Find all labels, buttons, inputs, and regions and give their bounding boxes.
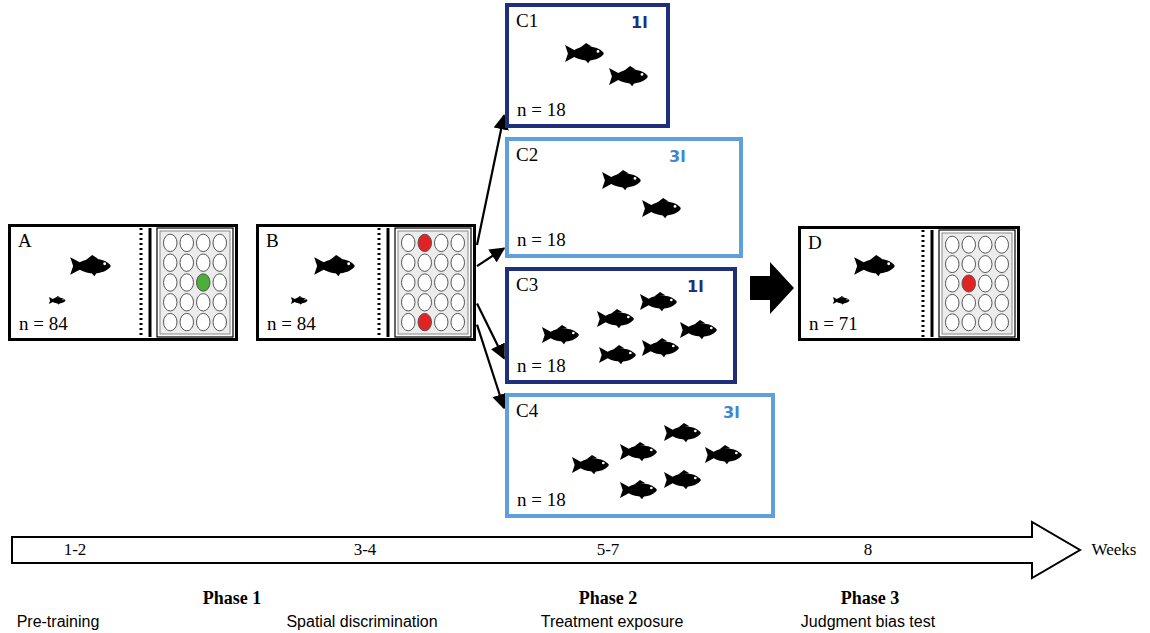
phase-name: Phase 2 <box>579 588 638 609</box>
phase-name: Phase 1 <box>203 588 262 609</box>
assignment-arrow <box>477 116 504 246</box>
week-range: 3-4 <box>354 540 377 560</box>
treatment-box: C4 3l n = 18 <box>505 393 775 518</box>
block-arrow <box>750 262 794 314</box>
assignment-arrow <box>477 248 504 266</box>
tank-box: Bn = 84 <box>256 224 476 341</box>
phase-name: Phase 3 <box>841 588 900 609</box>
week-range: 5-7 <box>597 540 620 560</box>
treatment-box: C3 1l n = 18 <box>505 267 737 384</box>
sample-size: n = 71 <box>809 313 858 335</box>
panel-letter: C3 <box>516 274 538 296</box>
panel-letter: A <box>18 230 32 252</box>
volume-label: 1l <box>687 277 704 296</box>
tank-box: An = 84 <box>8 224 238 341</box>
stage-name: Treatment exposure <box>541 613 684 631</box>
panel-letter: C1 <box>516 10 538 32</box>
fish-icons <box>49 43 895 499</box>
tank-box: Dn = 71 <box>798 226 1020 341</box>
sample-size: n = 18 <box>517 355 566 377</box>
panel-letter: C4 <box>516 400 538 422</box>
treatment-box: C2 3l n = 18 <box>505 137 743 258</box>
week-range: 1-2 <box>64 540 87 560</box>
assignment-arrow <box>477 304 504 359</box>
sample-size: n = 18 <box>517 229 566 251</box>
panel-letter: C2 <box>516 144 538 166</box>
assignment-arrow <box>477 325 504 408</box>
stage-name: Pre-training <box>17 613 100 631</box>
treatment-box: C1 1l n = 18 <box>505 3 670 128</box>
well-plates <box>141 228 1015 337</box>
axis-unit: Weeks <box>1092 540 1137 560</box>
stage-name: Judgment bias test <box>801 613 935 631</box>
week-range: 8 <box>864 540 873 560</box>
stage-name: Spatial discrimination <box>286 613 437 631</box>
panel-letter: B <box>266 230 279 252</box>
sample-size: n = 18 <box>517 489 566 511</box>
volume-label: 3l <box>723 403 740 422</box>
volume-label: 3l <box>669 147 686 166</box>
sample-size: n = 84 <box>267 313 316 335</box>
panel-letter: D <box>808 232 822 254</box>
timeline-arrow <box>12 522 1080 578</box>
sample-size: n = 84 <box>19 313 68 335</box>
sample-size: n = 18 <box>517 99 566 121</box>
volume-label: 1l <box>631 13 648 32</box>
